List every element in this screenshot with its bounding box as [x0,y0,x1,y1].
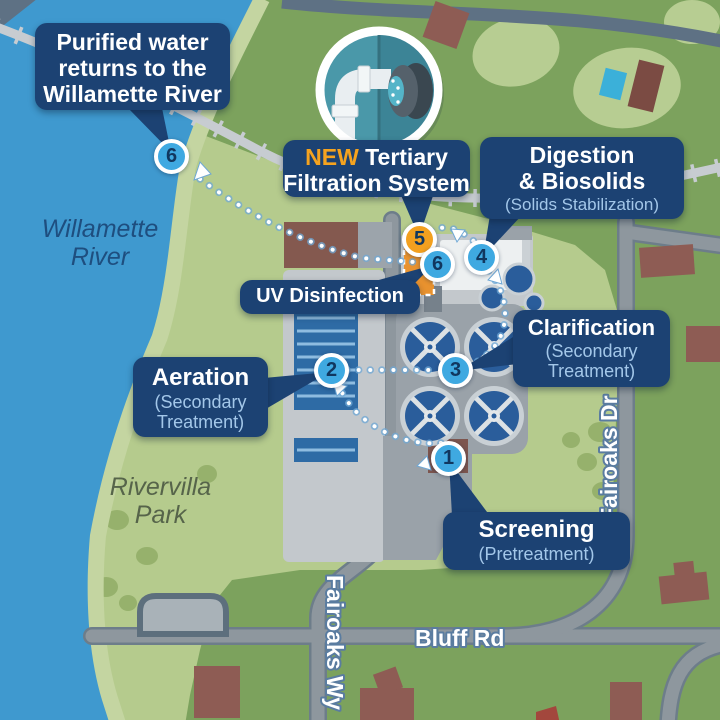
callout-clarification: Clarification (Secondary Treatment) [513,310,670,387]
callout-tertiary-filtration: NEW Tertiary Filtration System [283,140,470,197]
step-badge-6-plant: 6 [420,247,455,282]
park-label: Rivervilla Park [109,473,212,529]
corner-road [0,0,36,29]
callout-screening: Screening (Pretreatment) [443,512,630,570]
arrow-to-river-icon [193,161,212,181]
arrow-to-tertiary-icon [450,228,466,244]
river-label: Willamette River [41,215,159,271]
callout-tails [128,108,522,516]
street-label-fairoaks-dr: Fairoaks Dr [596,395,622,522]
step-badge-3: 3 [438,353,473,388]
callout-purified-water: Purified water returns to the Willamette… [35,23,230,110]
arrow-to-digester-icon [487,267,503,285]
water-area [0,0,253,720]
parking-lot [137,593,229,637]
pipe-filter-illustration [315,26,444,156]
callout-digestion-biosolids: Digestion & Biosolids (Solids Stabilizat… [480,137,684,219]
step-badge-2: 2 [314,353,349,388]
new-highlight: NEW [305,144,359,170]
arrow-to-screening-icon [416,455,432,471]
step-badge-4: 4 [464,240,499,275]
top-road [281,0,720,48]
callout-uv-disinfection: UV Disinfection [240,280,420,314]
step-badge-6-river: 6 [154,139,189,174]
street-label-fairoaks-wy: Fairoaks Wy [322,575,348,710]
swimming-pool [598,67,628,101]
buildings [194,0,720,720]
street-label-bluff-rd: Bluff Rd [415,625,504,651]
street-labels: Bluff Rd Fairoaks Wy Fairoaks Dr [320,393,624,712]
callout-aeration: Aeration (Secondary Treatment) [133,357,268,437]
step-badge-1: 1 [431,441,466,476]
